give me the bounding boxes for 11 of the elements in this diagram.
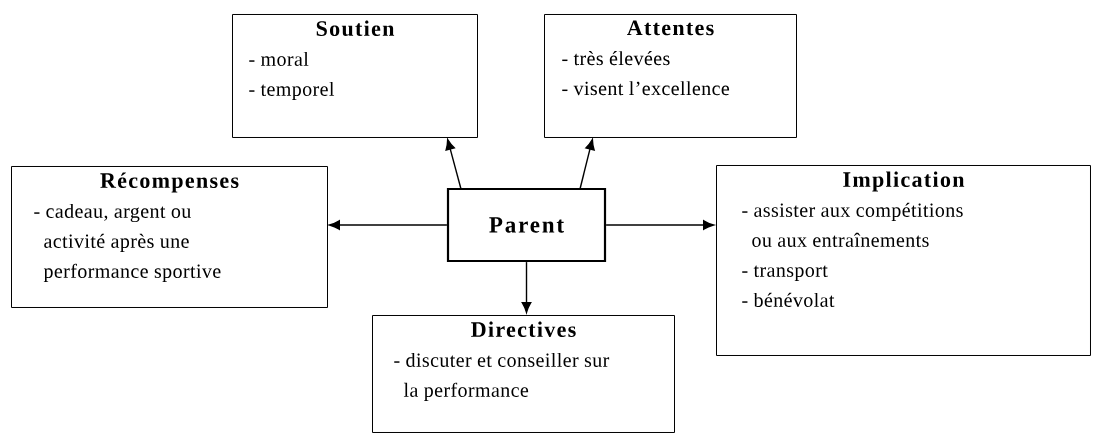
arrow [579,138,595,190]
text-box: Implication - assister aux compétitions ou aux entraînements - transport - bénévolat [716,165,1091,356]
concept-box: Parent [446,187,607,263]
text-box: Récompenses - cadeau, argent ou activité après une performance sportive [11,166,328,308]
arrow [328,220,448,230]
arrow [521,261,532,314]
text-box: Directives - discuter et conseiller sur la performance [372,315,675,433]
text-box: Attentes - très élevées - visent l’excellence [544,14,797,138]
arrow [605,220,715,230]
text-box: Soutien - moral - temporel [232,14,478,138]
arrow [445,138,462,190]
